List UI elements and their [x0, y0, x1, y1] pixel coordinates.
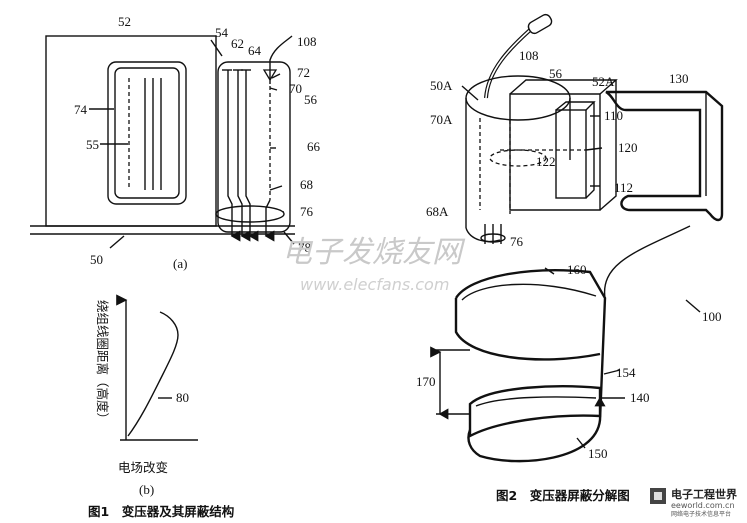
label-108-fig2: 108 [519, 48, 539, 63]
leader-100 [685, 299, 701, 313]
label-112: 112 [614, 180, 633, 195]
figure-1-caption: 图1 变压器及其屏蔽结构 [88, 504, 234, 519]
label-50A: 50A [430, 78, 453, 93]
label-66: 66 [307, 139, 321, 154]
lead-terminal [527, 13, 553, 35]
figure-1b [116, 294, 198, 441]
label-154: 154 [616, 365, 636, 380]
bracket-130 [605, 90, 724, 222]
label-108: 108 [297, 34, 317, 49]
label-160: 160 [567, 262, 587, 277]
figure-1a [30, 35, 295, 249]
conductor-1 [227, 70, 241, 242]
label-52: 52 [118, 14, 131, 29]
label-76: 76 [300, 204, 314, 219]
label-78: 78 [298, 240, 311, 255]
winding-window [107, 61, 187, 205]
watermark-chinese: 电子发烧友网 [282, 235, 466, 270]
shield-140-outer [454, 269, 607, 463]
label-50: 50 [90, 252, 103, 267]
lead-108-fig2 [484, 28, 532, 99]
subfig-a-label: (a) [173, 256, 187, 271]
watermark: 电子发烧友网 www.elecfans.com [282, 235, 466, 294]
conductor-2 [237, 70, 251, 242]
conductor-3 [245, 70, 259, 242]
label-140: 140 [630, 390, 650, 405]
watermark-url: www.elecfans.com [300, 275, 449, 294]
label-72: 72 [297, 65, 310, 80]
lead-108 [269, 35, 293, 84]
curve-80 [127, 311, 179, 437]
figure-2-caption: 图2 变压器屏蔽分解图 [496, 488, 630, 503]
label-76-fig2: 76 [510, 234, 524, 249]
label-74: 74 [74, 102, 88, 117]
winding-inner [114, 67, 180, 199]
shield-56-bottom [465, 227, 501, 243]
label-56-fig2: 56 [549, 66, 563, 81]
label-70A: 70A [430, 112, 453, 127]
label-55: 55 [86, 137, 99, 152]
fig1b-x-axis-label: 电场改变 [118, 460, 168, 475]
shield-band-160 [454, 298, 601, 361]
label-56: 56 [304, 92, 318, 107]
logo-subtitle: 网络电子技术信息平台 [671, 510, 731, 518]
label-110: 110 [604, 108, 623, 123]
figure-1a-labels: 52 54 62 64 108 72 70 56 74 55 66 68 76 … [74, 14, 321, 271]
label-52A: 52A [592, 74, 615, 89]
figure-2 [430, 13, 724, 463]
label-80: 80 [176, 390, 189, 405]
shield-band-150 [468, 385, 602, 438]
conductor-4 [264, 199, 275, 242]
subfig-b-label: (b) [139, 482, 154, 497]
label-130: 130 [669, 71, 689, 86]
label-100: 100 [702, 309, 722, 324]
label-120: 120 [618, 140, 638, 155]
eeworld-logo: 电子工程世界 eeworld.com.cn 网络电子技术信息平台 [650, 487, 737, 518]
label-70: 70 [289, 81, 302, 96]
logo-title: 电子工程世界 [671, 487, 737, 501]
label-170: 170 [416, 374, 436, 389]
figure-2-labels: 108 50A 56 52A 130 70A 110 122 120 112 6… [416, 48, 722, 461]
label-68A: 68A [426, 204, 449, 219]
core-window [555, 109, 587, 199]
fig1b-y-axis-label: 绕组线圈距离（高度） [95, 300, 110, 425]
label-62: 62 [231, 36, 244, 51]
connector-72 [262, 69, 278, 82]
label-54: 54 [215, 25, 229, 40]
connector-curve [603, 225, 691, 299]
shield-56-top [465, 75, 571, 121]
label-150: 150 [588, 446, 608, 461]
logo-url: eeworld.com.cn [671, 501, 735, 510]
label-68: 68 [300, 177, 313, 192]
ring-76 [215, 205, 285, 223]
label-64: 64 [248, 43, 262, 58]
label-122: 122 [536, 154, 556, 169]
